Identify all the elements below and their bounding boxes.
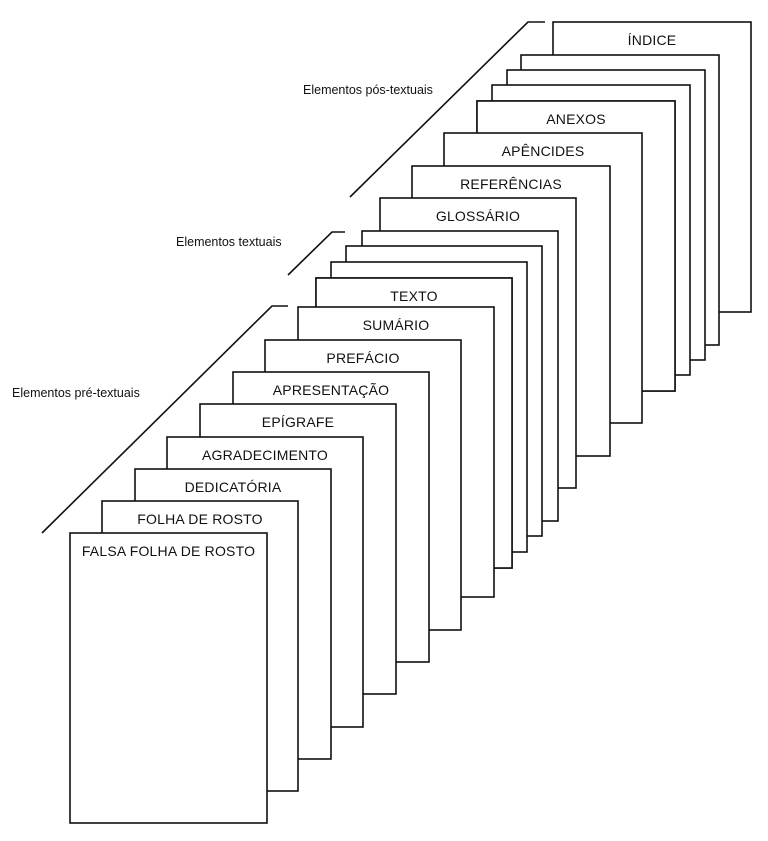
pre-textuais-bracket [41,305,288,534]
sheet-title: REFERÊNCIAS [460,176,562,192]
sheet-falsa-folha-de-rosto: FALSA FOLHA DE ROSTO [69,532,268,824]
sheet-title: TEXTO [390,288,437,304]
sheet-title: FALSA FOLHA DE ROSTO [82,543,255,559]
sheet-title: ANEXOS [546,111,606,127]
sheet-title: GLOSSÁRIO [436,208,520,224]
sheet-outline [69,532,268,824]
sheet-title: AGRADECIMENTO [202,447,328,463]
pos-textuais-bracket [349,21,545,198]
sheet-title: DEDICATÓRIA [185,479,282,495]
sheet-title: PREFÁCIO [326,350,399,366]
sheet-title: ÍNDICE [628,32,677,48]
sheet-title: APÊNCIDES [502,143,585,159]
group-label-pre-textuais: Elementos pré-textuais [12,386,140,400]
group-label-textuais: Elementos textuais [176,235,282,249]
sheet-stack: ÍNDICE ANEXOS APÊNCIDES REFERÊNCIAS GLOSSÁRI… [69,21,752,824]
sheet-title: EPÍGRAFE [262,414,334,430]
sheet-title: FOLHA DE ROSTO [137,511,262,527]
sheet-title: SUMÁRIO [363,317,430,333]
group-label-pos-textuais: Elementos pós-textuais [303,83,433,97]
textuais-bracket [287,231,345,276]
sheet-title: APRESENTAÇÃO [273,382,390,398]
group-brackets [41,21,545,534]
